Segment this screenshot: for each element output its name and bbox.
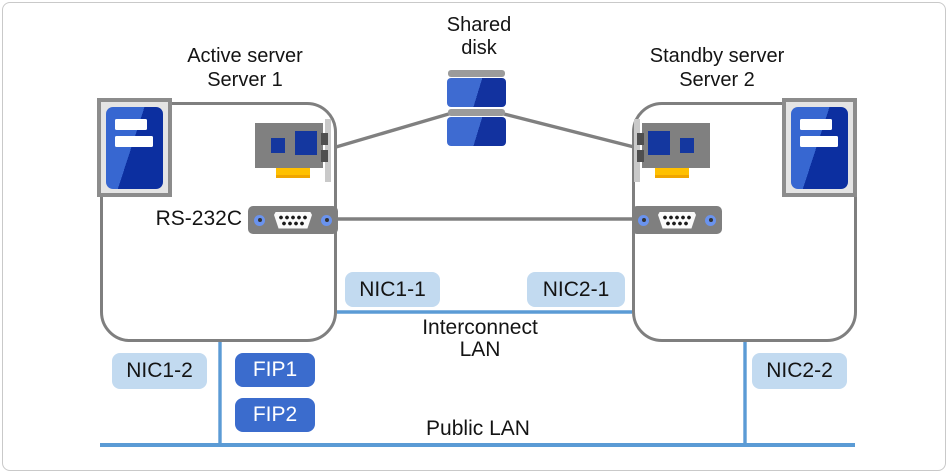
nic2-2-badge: NIC2-2 <box>752 353 847 389</box>
card-port <box>321 150 328 162</box>
tower-drive-bay <box>115 118 147 130</box>
interconnect-lan-label: Interconnect LAN <box>422 316 538 361</box>
active-server-role: Active server <box>187 45 303 67</box>
serial-port-icon <box>632 206 722 234</box>
standby-server-title: Standby server Server 2 <box>627 44 807 92</box>
tower-drive-bay <box>800 118 832 130</box>
network-card-icon <box>632 117 712 183</box>
card-port <box>321 133 328 145</box>
active-server-title: Active server Server 1 <box>155 44 335 92</box>
dsub-connector <box>658 211 696 229</box>
card-port <box>637 150 644 162</box>
disk-platter <box>447 78 506 107</box>
disk-platter <box>447 117 506 146</box>
shared-disk-icon <box>447 70 506 148</box>
disk-cap <box>448 109 505 116</box>
card-edge-connector <box>276 168 310 178</box>
card-port <box>637 133 644 145</box>
nic2-1-badge: NIC2-1 <box>527 272 625 307</box>
serial-port-icon <box>248 206 338 234</box>
screw <box>321 214 332 226</box>
shared-disk-link-right-line <box>499 111 635 149</box>
shared-disk-label: Shared disk <box>446 14 512 59</box>
tower-body <box>791 106 848 189</box>
card-chip <box>648 131 670 155</box>
shared-disk-link-left-line <box>335 111 453 149</box>
tower-drive-bay <box>800 135 838 147</box>
dsub-connector <box>274 211 312 229</box>
standby-server-name: Server 2 <box>679 69 755 91</box>
tower-drive-bay <box>115 135 153 147</box>
tower-body <box>106 106 163 189</box>
screw <box>705 214 716 226</box>
fip1-badge: FIP1 <box>235 353 315 387</box>
public-lan-label: Public LAN <box>426 417 530 440</box>
card-chip <box>271 138 285 153</box>
server-tower-icon <box>782 98 857 197</box>
card-bracket <box>325 119 331 182</box>
network-card-icon <box>253 117 333 183</box>
server-tower-icon <box>97 98 172 197</box>
nic1-1-badge: NIC1-1 <box>345 272 440 307</box>
nic1-2-badge: NIC1-2 <box>112 353 207 389</box>
active-server-name: Server 1 <box>207 69 283 91</box>
standby-server-role: Standby server <box>649 45 785 67</box>
rs232c-label: RS-232C <box>155 207 242 230</box>
screw <box>254 214 265 226</box>
disk-cap <box>448 70 505 77</box>
card-chip <box>680 138 694 153</box>
card-chip <box>295 131 317 155</box>
screw <box>638 214 649 226</box>
card-edge-connector <box>655 168 689 178</box>
fip2-badge: FIP2 <box>235 398 315 432</box>
